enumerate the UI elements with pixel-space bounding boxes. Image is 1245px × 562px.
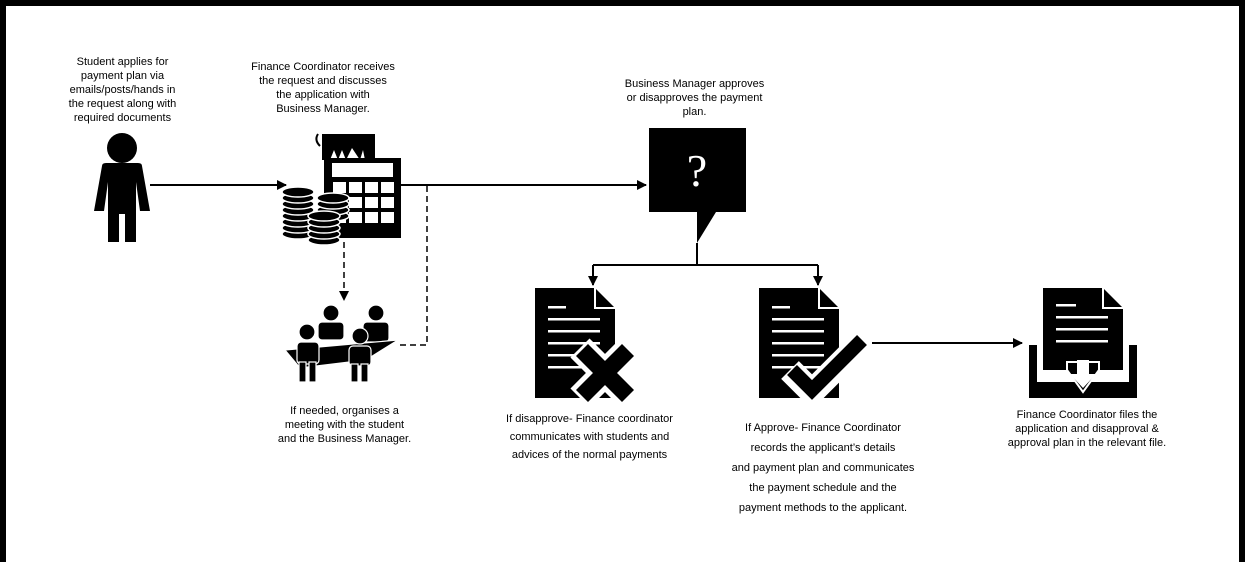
student-apply-label: Student applies for payment plan via ema…: [68, 56, 177, 124]
finance-receive-label: Finance Coordinator receives the request…: [251, 61, 395, 115]
business-decision-label: Business Manager approves or disapproves…: [624, 78, 765, 118]
connectors: [150, 180, 1023, 348]
decision-symbol: ?: [687, 145, 707, 196]
question-bubble-icon: ?: [649, 128, 746, 243]
approve-label: If Approve- Finance Coordinator records …: [731, 422, 915, 514]
document-approve-icon: [759, 288, 873, 410]
document-archive-icon: [1029, 288, 1137, 398]
meeting-icon: [283, 304, 399, 383]
coin-stack-icon: [281, 186, 350, 246]
meeting-label: If needed, organises a meeting with the …: [277, 405, 412, 445]
document-reject-icon: [535, 288, 640, 408]
dashed-meeting-return: [400, 185, 428, 346]
person-icon: [94, 133, 150, 242]
file-label: Finance Coordinator files the applicatio…: [1007, 409, 1167, 449]
disapprove-label: If disapprove- Finance coordinator commu…: [506, 413, 673, 461]
